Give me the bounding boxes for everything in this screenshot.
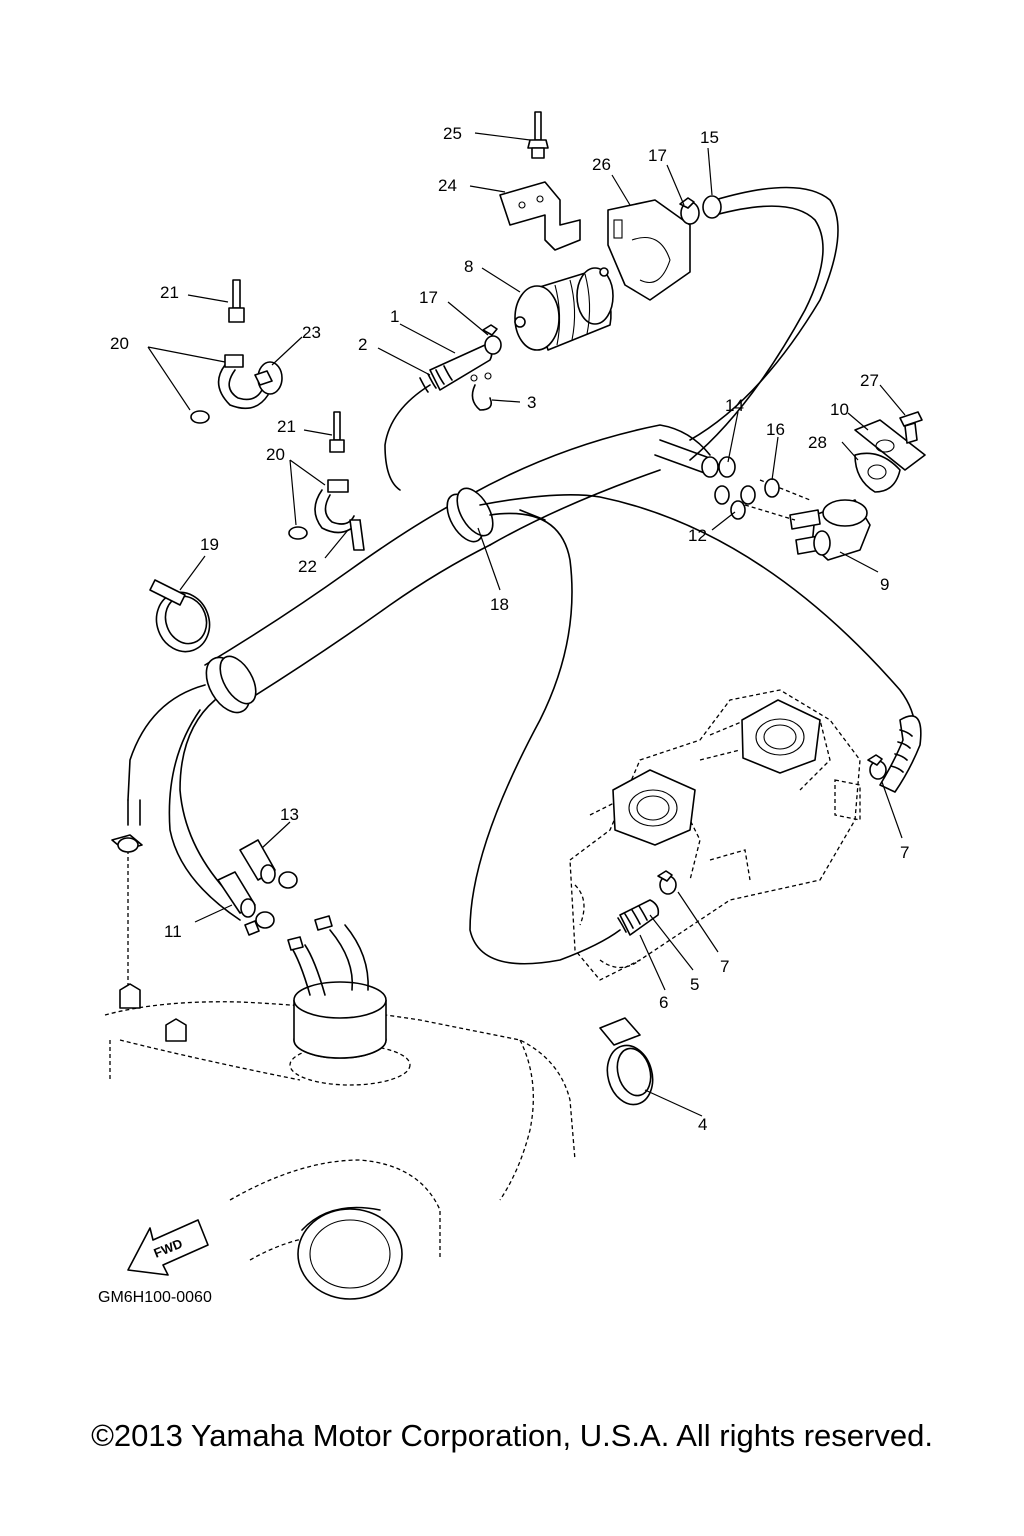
callout-12: 12 (688, 526, 707, 545)
callout-21b: 21 (277, 417, 296, 436)
callout-14: 14 (725, 396, 744, 415)
callout-8: 8 (464, 257, 473, 276)
hose-13 (239, 839, 276, 884)
callout-numbers: 1 2 3 4 5 6 7 7 8 9 10 11 12 13 14 15 16… (110, 124, 909, 1134)
copyright-notice: ©2013 Yamaha Motor Corporation, U.S.A. A… (91, 1418, 933, 1453)
callout-4: 4 (698, 1115, 707, 1134)
carb-hose-6 (617, 899, 660, 936)
diagram-code: GM6H100-0060 (98, 1289, 212, 1306)
callout-23: 23 (302, 323, 321, 342)
callout-20a: 20 (110, 334, 129, 353)
band-clamp-4 (599, 1017, 654, 1106)
return-hose (469, 493, 916, 965)
callout-2: 2 (358, 335, 367, 354)
clamp-17a (679, 197, 700, 225)
hose-15 (689, 186, 839, 461)
vent-hose-left (127, 684, 241, 985)
callout-11: 11 (164, 922, 182, 941)
callout-20b: 20 (266, 445, 285, 464)
filter-holder-26 (607, 199, 691, 301)
callout-9: 9 (880, 575, 889, 594)
clamp-7b (867, 754, 887, 780)
clamp-17b (482, 324, 502, 355)
band-clamp-19 (149, 579, 211, 653)
callout-25: 25 (443, 124, 462, 143)
fuel-pickup-unit (119, 924, 387, 1059)
callout-17b: 17 (419, 288, 438, 307)
callout-10: 10 (830, 400, 849, 419)
plate-10 (854, 419, 926, 471)
fuel-filter-8 (514, 267, 614, 351)
fuel-system-diagram-svg: FWD 1 2 (98, 111, 926, 1306)
filler-neck (297, 1206, 403, 1300)
callout-7a: 7 (720, 957, 729, 976)
screw-27 (899, 411, 923, 444)
clamp-assembly-lower (288, 411, 365, 551)
leader-lines (147, 132, 906, 1117)
callout-19: 19 (200, 535, 219, 554)
callout-26: 26 (592, 155, 611, 174)
callout-13: 13 (280, 805, 299, 824)
callout-6: 6 (659, 993, 668, 1012)
hose-11 (217, 871, 256, 918)
callout-5: 5 (690, 975, 699, 994)
hose-14 (654, 439, 736, 505)
callout-28: 28 (808, 433, 827, 452)
clip-3 (470, 372, 493, 411)
pressure-regulator-9 (789, 499, 871, 561)
callout-17a: 17 (648, 146, 667, 165)
callout-27: 27 (860, 371, 879, 390)
fuel-hose-1 (384, 344, 493, 491)
callout-18: 18 (490, 595, 509, 614)
clamp-assembly-upper (190, 279, 283, 424)
breather-hose-18 (204, 424, 711, 714)
callout-24: 24 (438, 176, 457, 195)
elbow-hose (879, 715, 922, 793)
clamp-16 (740, 478, 780, 505)
callout-15: 15 (700, 128, 719, 147)
gasket-28 (854, 452, 901, 493)
bracket-24 (499, 181, 581, 251)
fwd-arrow-icon: FWD (127, 1219, 209, 1276)
clamp-7a (657, 870, 677, 895)
bolt-25 (527, 111, 549, 159)
callout-22: 22 (298, 557, 317, 576)
pickup-clamps (111, 834, 333, 951)
callout-16: 16 (766, 420, 785, 439)
carburetor-assembly (569, 689, 861, 981)
callout-7b: 7 (900, 843, 909, 862)
callout-1: 1 (390, 307, 399, 326)
callout-21a: 21 (160, 283, 179, 302)
callout-3: 3 (527, 393, 536, 412)
